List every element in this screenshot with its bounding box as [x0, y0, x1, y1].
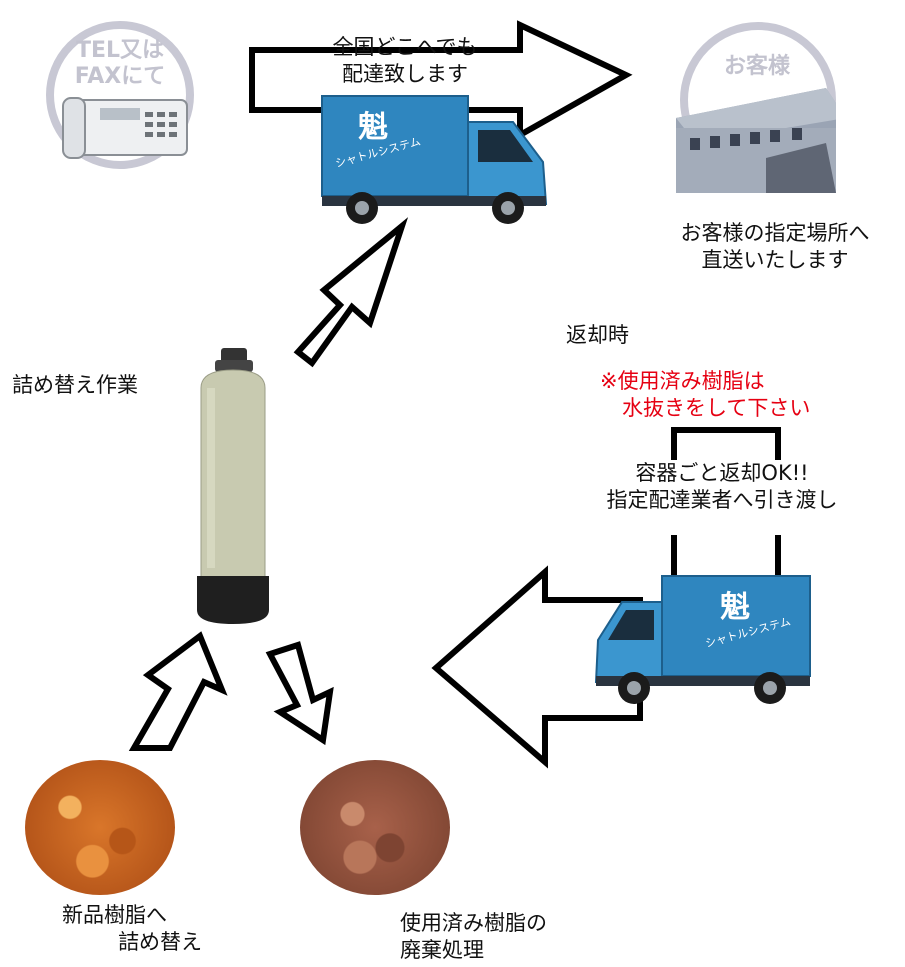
customer-badge: お客様	[676, 18, 846, 193]
used-resin-line1: 使用済み樹脂の	[400, 911, 547, 935]
return-bracket-top	[671, 427, 781, 460]
used-resin-image	[300, 760, 450, 895]
delivery-line2: 配達致します	[342, 62, 468, 86]
truck-icon	[594, 575, 811, 704]
new-resin-image	[25, 760, 175, 895]
customer-note-line2: 直送いたします	[701, 248, 849, 272]
new-resin-label: 新品樹脂へ 詰め替え	[62, 902, 202, 956]
return-truck: 魁 シャトルシステム	[592, 572, 817, 712]
warning-line2: 水抜きをして下さい	[622, 396, 811, 420]
used-resin-line2: 廃棄処理	[400, 938, 484, 962]
tank-icon	[197, 348, 269, 624]
return-note: 容器ごと返却OK!! 指定配達業者へ引き渡し	[552, 460, 892, 514]
delivery-truck-top: 魁 シャトルシステム	[318, 92, 558, 232]
refill-label: 詰め替え作業	[12, 373, 138, 397]
truck-logo-kanji: 魁	[358, 110, 388, 145]
warehouse-icon	[676, 22, 846, 193]
tel-fax-badge: TEL又は FAXにて	[45, 20, 195, 170]
delivery-text: 全国どこへでも 配達致します	[300, 34, 510, 88]
return-note-line2: 指定配達業者へ引き渡し	[606, 488, 838, 512]
used-resin-label: 使用済み樹脂の 廃棄処理	[400, 910, 547, 964]
customer-note-line1: お客様の指定場所へ	[680, 221, 870, 245]
warning-line1: ※使用済み樹脂は	[600, 369, 765, 393]
arrow-new-to-tank	[128, 631, 228, 751]
arrow-up-to-delivery	[293, 217, 409, 368]
customer-note: お客様の指定場所へ 直送いたします	[640, 220, 905, 274]
warning-text: ※使用済み樹脂は 水抜きをして下さい	[600, 368, 810, 422]
customer-badge-label: お客様	[724, 54, 791, 79]
arrow-tank-to-used	[265, 641, 334, 746]
return-note-line1: 容器ごと返却OK!!	[635, 461, 809, 485]
return-truck-logo-kanji: 魁	[720, 590, 750, 625]
tel-fax-line2: FAXにて	[74, 64, 166, 89]
resin-tank	[193, 348, 273, 626]
new-resin-line1: 新品樹脂へ	[62, 903, 167, 927]
new-resin-line2: 詰め替え	[118, 930, 202, 954]
tel-fax-line1: TEL又は	[75, 38, 165, 63]
truck-icon	[321, 95, 548, 224]
delivery-line1: 全国どこへでも	[332, 35, 478, 59]
phone-fax-icon	[46, 21, 194, 169]
return-label: 返却時	[566, 323, 629, 347]
